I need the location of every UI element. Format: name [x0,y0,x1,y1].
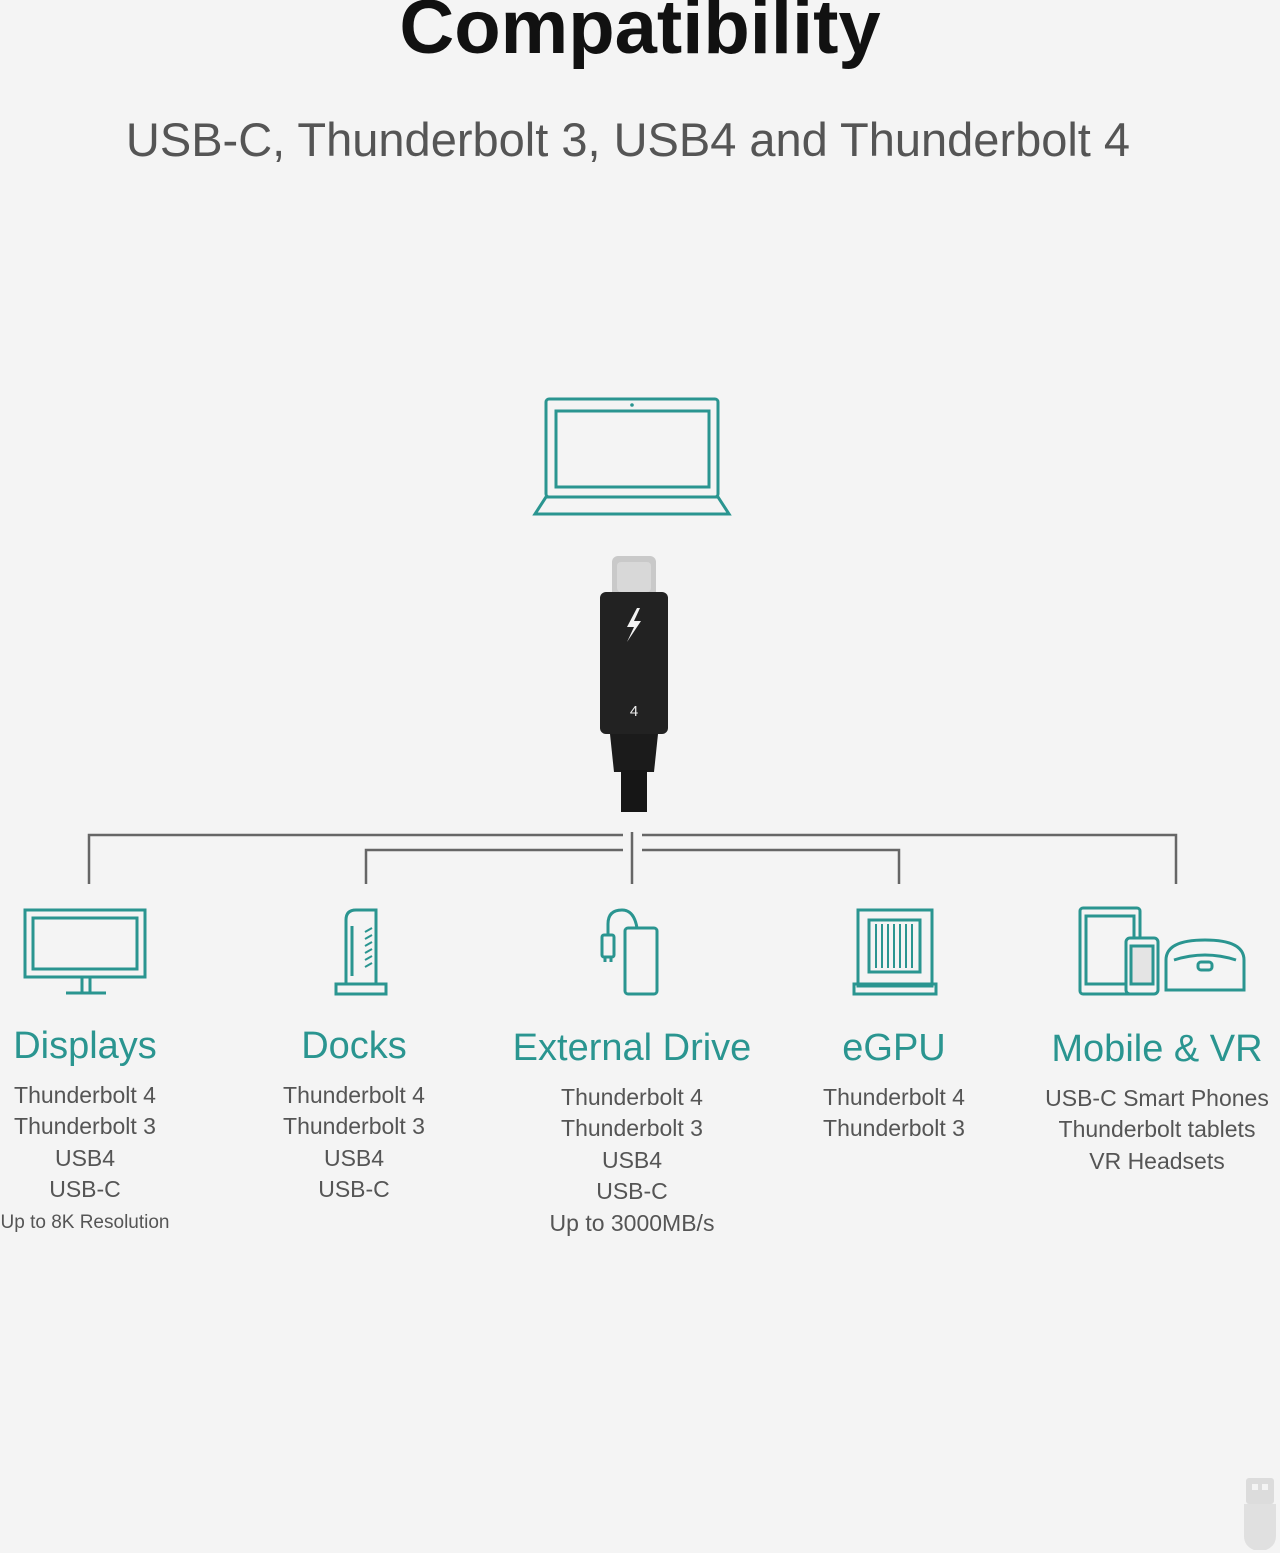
dock-icon [334,908,388,996]
device-name: Mobile & VR [1051,1028,1263,1070]
device-compat-line: USB-C Smart Phones [1045,1084,1269,1111]
device-compat-line: Thunderbolt 4 [14,1081,156,1108]
device-compat-line: Thunderbolt tablets [1058,1116,1256,1143]
device-column-displays: Displays Thunderbolt 4 Thunderbolt 3 USB… [0,1024,185,1240]
device-compat-line: USB-C [318,1176,390,1203]
device-column-external-drive: External Drive Thunderbolt 4 Thunderbolt… [502,1026,762,1239]
thunderbolt-bolt-icon [627,608,641,642]
mobile-vr-icon [1078,906,1246,996]
device-column-mobile-vr: Mobile & VR USB-C Smart Phones Thunderbo… [1040,1027,1274,1177]
branch-lines [87,832,1178,884]
page-title: Compatibility [399,0,881,70]
device-compat-line: Up to 3000MB/s [549,1209,715,1236]
device-name: External Drive [512,1027,752,1069]
device-compat-line: Thunderbolt 3 [823,1115,965,1142]
device-compat-line: USB-C [49,1176,121,1203]
egpu-icon [852,908,938,996]
device-compat-line: USB4 [601,1146,663,1173]
usb-watermark-icon [1244,1478,1276,1550]
external-drive-icon [600,908,659,996]
device-name: Docks [301,1025,407,1067]
device-column-docks: Docks Thunderbolt 4 Thunderbolt 3 USB4 U… [254,1024,454,1206]
device-compat-line: USB-C [596,1178,668,1205]
laptop-icon [532,397,732,516]
device-compat-line: USB4 [323,1144,385,1171]
device-compat-line: VR Headsets [1089,1147,1225,1174]
device-column-egpu: eGPU Thunderbolt 4 Thunderbolt 3 [794,1026,994,1145]
device-compat-line: Thunderbolt 4 [561,1083,703,1110]
device-name: eGPU [842,1027,946,1069]
device-compat-line: Thunderbolt 3 [14,1113,156,1140]
device-compat-line: Thunderbolt 3 [561,1115,703,1142]
device-compat-line: Thunderbolt 4 [283,1081,425,1108]
device-note: Up to 8K Resolution [0,1211,170,1233]
device-compat-line: Thunderbolt 3 [283,1113,425,1140]
device-name: Displays [13,1025,157,1067]
thunderbolt-cable-icon: 4 [600,556,668,812]
monitor-icon [23,908,147,995]
device-compat-line: Thunderbolt 4 [823,1083,965,1110]
page-subtitle: USB-C, Thunderbolt 3, USB4 and Thunderbo… [125,113,1131,166]
cable-number: 4 [630,703,638,720]
device-compat-line: USB4 [54,1144,116,1171]
